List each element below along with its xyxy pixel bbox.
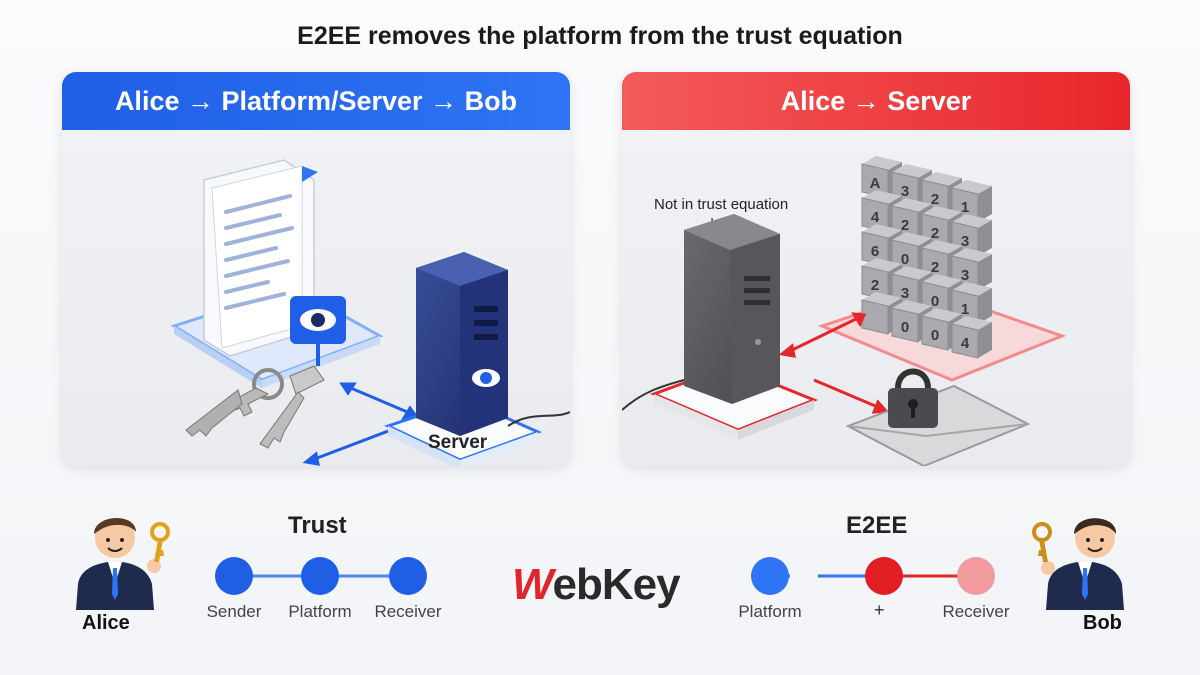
e2ee-node-platform: Platform: [738, 602, 802, 621]
key-icon: [150, 522, 170, 562]
server-label: Server: [428, 432, 488, 453]
svg-text:6: 6: [871, 243, 879, 260]
keys-icon: [185, 365, 325, 449]
trust-node-sender: Sender: [206, 602, 262, 621]
trust-panel-header: Alice → Platform/Server → Bob: [62, 72, 570, 130]
server-icon: [622, 214, 819, 440]
svg-text:2: 2: [871, 277, 879, 294]
brand-logo: WebKey: [512, 560, 681, 609]
eye-icon: [290, 296, 346, 366]
bob-label: Bob: [1083, 612, 1122, 634]
server-icon: [383, 252, 570, 466]
e2ee-scene: A 3 2 1 4 2 2 3 6 0 2 3 2 3 0 1 0 0 4: [622, 156, 1067, 466]
receiver-node: [389, 557, 427, 595]
trust-scene: [170, 159, 570, 466]
svg-text:4: 4: [961, 335, 970, 352]
svg-text:3: 3: [961, 233, 969, 250]
locked-envelope-icon: [845, 368, 1031, 466]
svg-text:0: 0: [901, 319, 909, 336]
e2ee-arrows: [778, 312, 890, 414]
trust-flow: [215, 557, 427, 595]
e2ee-panel-header: Alice → Server: [622, 72, 1130, 130]
alice-label: Alice: [82, 612, 130, 634]
svg-text:2: 2: [901, 217, 909, 234]
e2ee-panel: Alice → Server Not in trust equation A 3 2…: [622, 72, 1130, 466]
svg-text:0: 0: [931, 327, 939, 344]
svg-text:3: 3: [901, 183, 909, 200]
trust-panel: Alice → Platform/Server → Bob: [62, 72, 570, 466]
svg-text:3: 3: [901, 285, 909, 302]
svg-text:4: 4: [871, 209, 880, 226]
bob-avatar: [1032, 518, 1124, 610]
receiver-node: [957, 557, 995, 595]
trust-note: Not in trust equation: [654, 196, 789, 213]
trust-flow-title: Trust: [288, 512, 347, 539]
cipher-block: 4: [951, 316, 992, 359]
key-icon: [1032, 522, 1052, 562]
document-icon: [170, 159, 384, 388]
svg-text:3: 3: [961, 267, 969, 284]
svg-text:2: 2: [931, 191, 939, 208]
e2ee-node-receiver: Receiver: [942, 602, 1010, 621]
svg-text:0: 0: [931, 293, 939, 310]
svg-text:1: 1: [961, 301, 969, 318]
svg-text:0: 0: [901, 251, 909, 268]
svg-text:2: 2: [931, 225, 939, 242]
svg-text:A: A: [870, 175, 881, 192]
e2ee-flow-title: E2EE: [846, 512, 908, 539]
cipher-block: 3: [951, 248, 992, 291]
page-title: E2EE removes the platform from the trust…: [297, 22, 903, 50]
sender-node: [215, 557, 253, 595]
plus-node: [865, 557, 903, 595]
cipher-blocks-icon: A 3 2 1 4 2 2 3 6 0 2 3 2 3 0 1 0 0 4: [861, 156, 992, 359]
platform-node: [301, 557, 339, 595]
e2ee-node-plus: +: [874, 600, 885, 620]
e2ee-flow: [751, 557, 995, 595]
alice-avatar: [76, 517, 170, 610]
trust-node-platform: Platform: [288, 602, 352, 621]
svg-text:1: 1: [961, 199, 969, 216]
svg-text:2: 2: [931, 259, 939, 276]
platform-node: [751, 557, 789, 595]
trust-node-receiver: Receiver: [374, 602, 442, 621]
